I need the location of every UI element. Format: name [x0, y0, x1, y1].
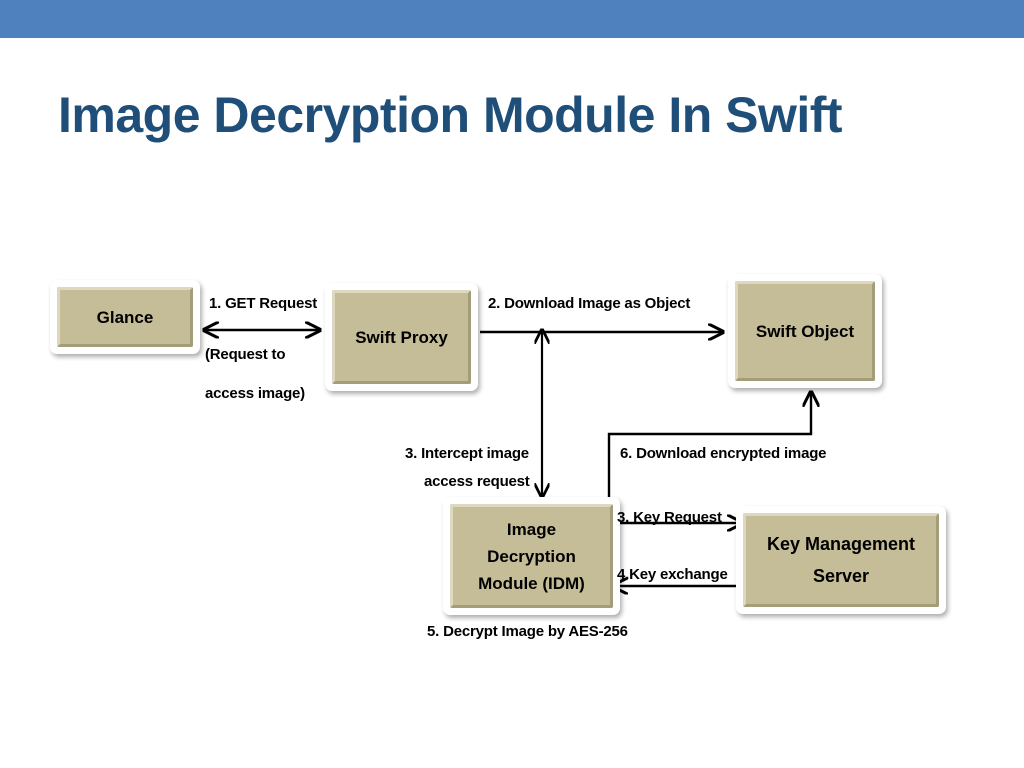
page-title: Image Decryption Module In Swift: [58, 87, 843, 143]
note-decrypt-image: 5. Decrypt Image by AES-256: [427, 623, 628, 640]
node-glance-body: Glance: [57, 287, 193, 347]
node-kms-label-line2: Server: [812, 566, 870, 586]
node-swift-object[interactable]: Swift Object: [728, 274, 882, 388]
node-key-management-server[interactable]: Key Management Server: [736, 506, 946, 614]
node-swift-proxy-label: Swift Proxy: [355, 327, 448, 347]
edge-label-intercept-image: 3. Intercept image: [405, 445, 529, 462]
node-idm-label-line3: Module (IDM): [478, 573, 585, 593]
node-image-decryption-module[interactable]: Image Decryption Module (IDM): [443, 497, 620, 615]
node-swift-proxy[interactable]: Swift Proxy: [325, 283, 478, 391]
edge-label-download-image-as-object: 2. Download Image as Object: [488, 295, 691, 312]
node-idm-label-line1: Image: [506, 519, 557, 539]
node-glance-label: Glance: [96, 307, 154, 327]
edge-label-access-request: access request: [424, 473, 530, 490]
node-swift-object-body: Swift Object: [735, 281, 875, 381]
node-kms-label-line1: Key Management: [766, 534, 916, 554]
connector-idm-swiftobject: [607, 392, 811, 512]
node-idm-label-line2: Decryption: [487, 546, 576, 566]
edge-label-key-request: 3. Key Request: [617, 509, 722, 526]
node-kms-body: Key Management Server: [743, 513, 939, 607]
edge-label-request-to: (Request to: [205, 346, 286, 363]
edge-label-key-exchange: 4.Key exchange: [617, 566, 728, 583]
node-swift-proxy-body: Swift Proxy: [332, 290, 471, 384]
node-glance[interactable]: Glance: [50, 280, 200, 354]
edge-label-access-image: access image): [205, 385, 305, 402]
edge-label-get-request: 1. GET Request: [209, 295, 318, 312]
node-idm-body: Image Decryption Module (IDM): [450, 504, 613, 608]
node-swift-object-label: Swift Object: [755, 321, 855, 341]
edge-label-download-encrypted-image: 6. Download encrypted image: [620, 445, 827, 462]
slide-top-band: [0, 0, 1024, 38]
